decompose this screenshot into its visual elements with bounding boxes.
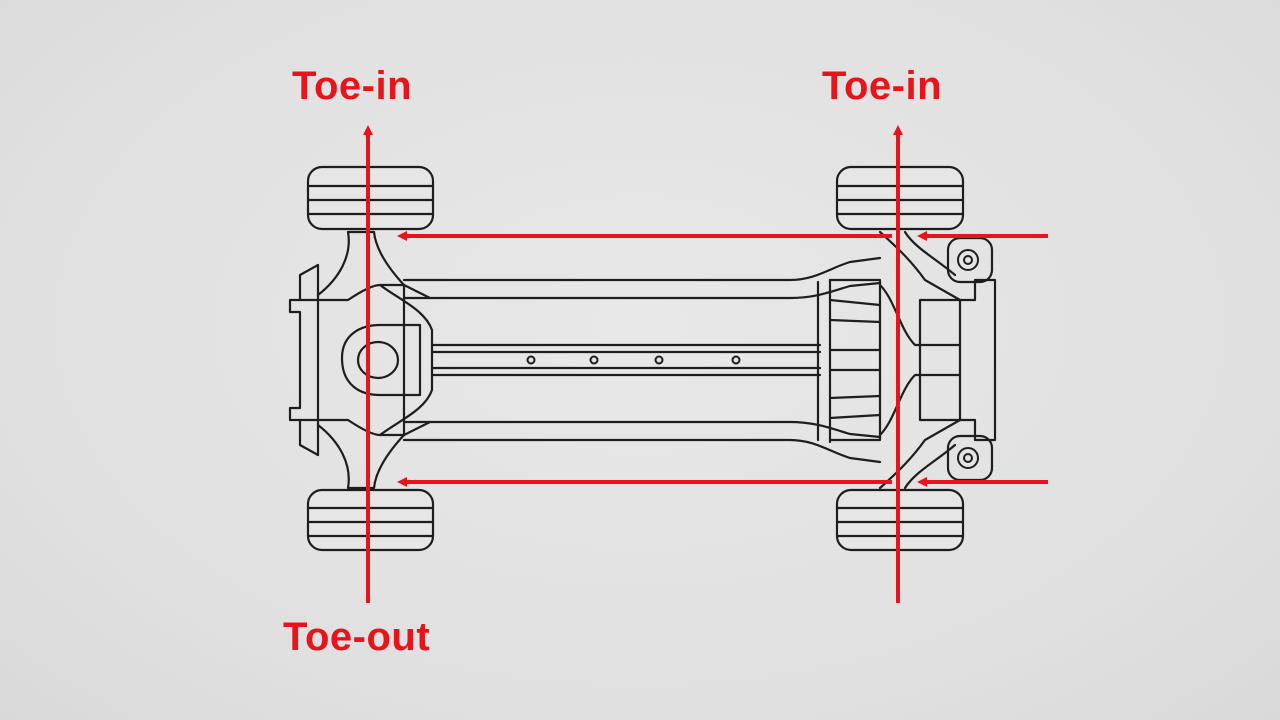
- left-bumper-block: [288, 263, 320, 457]
- center-tunnel: [430, 343, 822, 377]
- wheel-icon: [306, 488, 435, 552]
- toe-out-label: Toe-out: [283, 615, 431, 659]
- rivet-2: [589, 355, 599, 365]
- lower-frame-rail: [402, 420, 882, 439]
- upper-frame-rail: [402, 256, 882, 282]
- rivet-1: [526, 355, 536, 365]
- alignment-lines: [363, 125, 1048, 603]
- front-lower-mount: [946, 434, 994, 482]
- differential-housing: [340, 323, 422, 397]
- left-crossmember: [346, 283, 406, 437]
- front-bumper: [958, 278, 997, 442]
- bolt-hole-icon: [957, 447, 979, 469]
- rivet-3: [654, 355, 664, 365]
- differential-cover: [356, 340, 400, 380]
- toe-in-label-left: Toe-in: [292, 64, 413, 108]
- wheel-icon: [306, 165, 435, 231]
- toe-in-label-right: Toe-in: [822, 64, 943, 108]
- rivet-4: [731, 355, 741, 365]
- front-crossmember: [816, 278, 832, 444]
- wheels: [306, 165, 965, 552]
- rail-rivets: [526, 355, 741, 365]
- mount-bolt-holes: [957, 249, 979, 469]
- chassis-frame: [288, 230, 997, 490]
- bolt-hole-icon: [957, 249, 979, 271]
